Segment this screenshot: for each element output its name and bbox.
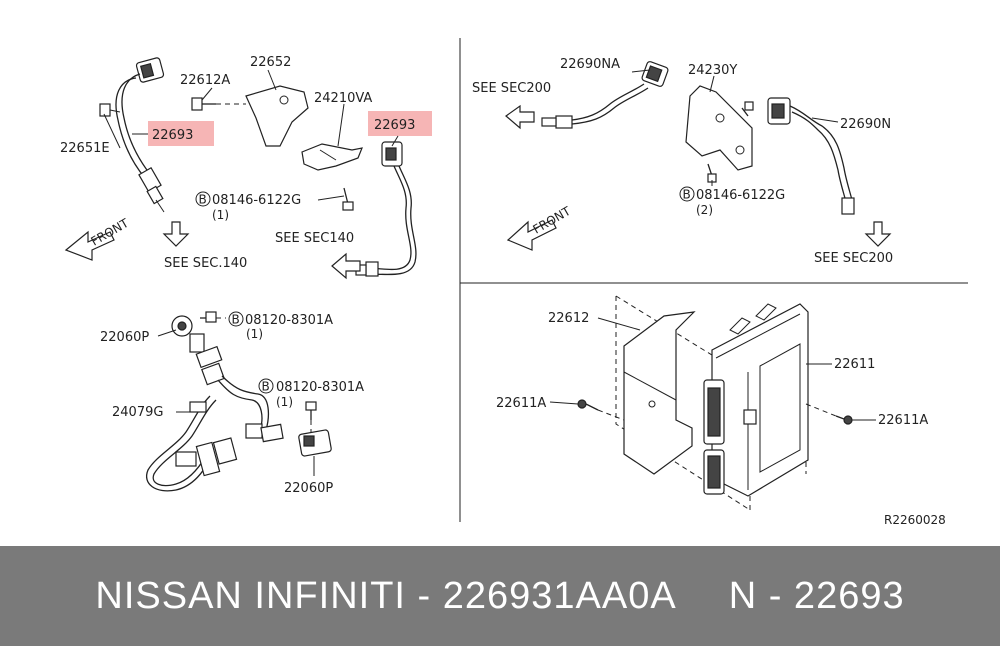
callout-22611: 22611 bbox=[834, 357, 875, 372]
callout-08146-left: 08146-6122G bbox=[212, 193, 301, 208]
callout-22690N: 22690N bbox=[840, 117, 891, 132]
front-label-right: FRONT bbox=[531, 204, 574, 237]
screw-22611A-right bbox=[835, 415, 853, 425]
bolt-08146-right bbox=[707, 101, 754, 183]
footer-banner: NISSAN INFINITI - 226931AA0A N - 22693 bbox=[0, 546, 1000, 646]
bolt-22612A bbox=[191, 97, 216, 111]
oxygen-sensor-22690NA bbox=[541, 61, 669, 129]
highlight-22693-left bbox=[148, 121, 214, 146]
callout-22651E: 22651E bbox=[60, 141, 110, 156]
sec200-arrow-down bbox=[864, 221, 892, 247]
callout-22612: 22612 bbox=[548, 311, 589, 326]
callout-22693-left: 22693 bbox=[152, 128, 193, 143]
callout-22652: 22652 bbox=[250, 55, 291, 70]
bracket-24230Y bbox=[685, 85, 753, 171]
callout-08120-a-qty: (1) bbox=[246, 327, 263, 341]
oxygen-sensor-right bbox=[355, 141, 417, 277]
knock-sensor-22060P-a bbox=[171, 315, 205, 353]
bolt-marker-2: B bbox=[683, 188, 691, 202]
callout-08120-a: 08120-8301A bbox=[245, 313, 333, 328]
oxygen-sensor-22690N bbox=[767, 97, 855, 215]
ecm-dashed-outline bbox=[615, 295, 807, 511]
callout-22611A-right: 22611A bbox=[878, 413, 928, 428]
bolt-marker-1: B bbox=[199, 193, 207, 207]
sec200-arrow-left bbox=[505, 104, 535, 130]
bolt-marker-4: B bbox=[262, 380, 270, 394]
see-sec200-bottom: SEE SEC200 bbox=[814, 251, 893, 266]
callout-08120-b-qty: (1) bbox=[276, 395, 293, 409]
front-arrow-left bbox=[64, 230, 115, 261]
callout-22690NA: 22690NA bbox=[560, 57, 620, 72]
screw-22611A-left bbox=[577, 399, 599, 411]
callout-22060P-top: 22060P bbox=[100, 330, 149, 345]
sec140-arrow-left bbox=[331, 252, 361, 280]
footer-brand-text: NISSAN INFINITI - 226931AA0A bbox=[95, 574, 677, 617]
ecm-unit-22611 bbox=[703, 303, 809, 497]
sec140-arrow-down bbox=[162, 221, 190, 247]
callout-08146-right: 08146-6122G bbox=[696, 188, 785, 203]
knock-sensor-22060P-b bbox=[298, 429, 332, 457]
callout-22612A: 22612A bbox=[180, 73, 230, 88]
callout-08120-b: 08120-8301A bbox=[276, 380, 364, 395]
ecm-bracket-22612 bbox=[623, 311, 696, 475]
oxygen-sensor-left bbox=[99, 57, 165, 213]
see-sec140-bottom: SEE SEC.140 bbox=[164, 256, 247, 271]
see-sec200-left: SEE SEC200 bbox=[472, 81, 551, 96]
callout-22693-right: 22693 bbox=[374, 118, 415, 133]
front-arrow-right bbox=[506, 219, 557, 251]
callout-22060P-bottom: 22060P bbox=[284, 481, 333, 496]
harness-24079G bbox=[146, 345, 284, 492]
bracket-22652 bbox=[245, 85, 309, 147]
callout-24210VA: 24210VA bbox=[314, 91, 372, 106]
callout-08146-left-qty: (1) bbox=[212, 208, 229, 222]
callout-24079G: 24079G bbox=[112, 405, 163, 420]
bolt-08120-a bbox=[200, 311, 217, 323]
parts-diagram: 22612A 22652 24210VA 22693 22693 22651E … bbox=[60, 38, 968, 527]
callout-08146-right-qty: (2) bbox=[696, 203, 713, 217]
callout-24230Y: 24230Y bbox=[688, 63, 737, 78]
callout-22611A-left: 22611A bbox=[496, 396, 546, 411]
bolt-marker-3: B bbox=[232, 313, 240, 327]
highlight-22693-right bbox=[368, 111, 432, 136]
footer-part-number: N - 22693 bbox=[728, 574, 905, 617]
figure-id: R2260028 bbox=[884, 513, 946, 527]
bolt-08146-left bbox=[342, 187, 354, 211]
see-sec140-right: SEE SEC140 bbox=[275, 231, 354, 246]
bolt-08120-b bbox=[305, 401, 317, 420]
front-label-left: FRONT bbox=[89, 216, 132, 249]
